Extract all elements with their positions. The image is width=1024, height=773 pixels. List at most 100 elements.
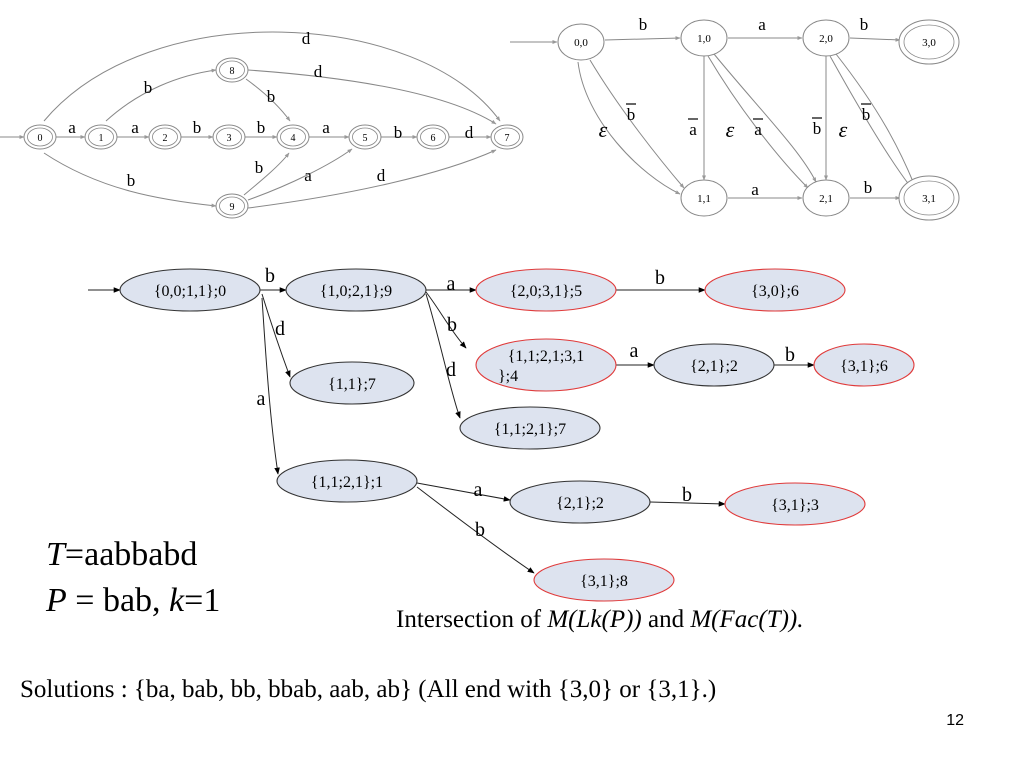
product-edge-label-s0-s1: b [265, 265, 275, 287]
pattern-edge-label-2,0-2,1-b: b [813, 119, 822, 138]
pattern-edge-1,0-2,1-ε [707, 55, 809, 189]
pattern-edge-label-1,0-2,1-a: a [754, 120, 762, 139]
pattern-state-0,0 [557, 23, 605, 61]
text-state-inner-4 [280, 127, 306, 147]
product-state-label-s11: {3,1};3 [771, 497, 819, 514]
product-edge-label-s5-s6: b [785, 344, 795, 366]
product-state-label-s8: {1,1;2,1};7 [494, 421, 566, 438]
text-state-label-8: 8 [230, 66, 235, 77]
product-edge-s0-s9 [261, 297, 280, 475]
product-state-s7 [289, 361, 415, 405]
product-state-label-s12: {3,1};8 [580, 573, 628, 590]
text-state-inner-3 [216, 127, 242, 147]
pattern-edge-label-2,1-3,1: b [864, 178, 873, 197]
text-definition: T=aabbabd [46, 532, 220, 578]
product-edge-label-s2-s3: b [655, 267, 665, 289]
text-edge-9-4 [243, 152, 290, 196]
product-edge-label-s0-s9: a [257, 388, 266, 410]
k-variable: k [169, 582, 185, 619]
text-state-4 [276, 124, 310, 150]
text-edge-9-5 [247, 148, 353, 201]
product-state-label-s7: {1,1};7 [328, 376, 376, 393]
text-state-label-3: 3 [227, 133, 232, 144]
text-edge-label-2-3: b [193, 118, 202, 137]
text-state-inner-1 [88, 127, 114, 147]
text-state-inner-8 [219, 60, 245, 80]
product-state-s10 [509, 480, 651, 524]
text-state-inner-6 [420, 127, 446, 147]
t-value: =aabbabd [64, 536, 198, 573]
problem-parameters: T=aabbabd P = bab, k=1 [46, 532, 220, 624]
pattern-state-label-1,1: 1,1 [697, 193, 711, 205]
text-edge-label-9-4: b [255, 158, 264, 177]
p-variable: P [46, 582, 67, 619]
product-state-label-s1: {1,0;2,1};9 [320, 283, 392, 300]
pattern-edge-label-0,0-1,1-b: b [627, 105, 636, 124]
p-value: = bab, [66, 582, 170, 619]
text-state-label-1: 1 [99, 133, 104, 144]
product-edge-s9-s12 [416, 486, 535, 574]
text-state-0 [23, 124, 57, 150]
product-state-label-s9: {1,1;2,1};1 [311, 474, 383, 491]
pattern-state-1,1 [680, 179, 728, 217]
product-edge-s1-s8 [425, 293, 461, 419]
caption-mid: and [641, 606, 691, 633]
product-edge-s10-s11 [649, 501, 726, 507]
product-edge-label-s1-s2: a [447, 273, 456, 295]
text-state-3 [212, 124, 246, 150]
pattern-edge-label-1,0-2,1-ε: ε [726, 117, 735, 142]
product-state-s5 [653, 343, 775, 387]
caption-m2-t: T [766, 606, 781, 633]
text-edge-0-7 [43, 31, 501, 122]
pattern-edge-label-1,1-2,1: a [751, 180, 759, 199]
pattern-state-2,1 [802, 179, 850, 217]
text-state-inner-5 [352, 127, 378, 147]
product-edge-label-s10-s11: b [682, 484, 692, 506]
product-edge-label-s9-s10: a [474, 479, 483, 501]
text-edge-label-9-7: d [377, 166, 386, 185]
product-state-s4 [475, 338, 617, 392]
product-state-s8 [459, 406, 601, 450]
text-edge-8-4 [245, 78, 291, 122]
caption-m1: M(Lk(P)) [547, 606, 642, 633]
text-edge-label-8-7: d [314, 62, 323, 81]
pattern-edge-2,0-3,1-b [835, 53, 915, 185]
pattern-edge-label-1,0-1,1-a: a [689, 120, 697, 139]
product-state-label-s3: {3,0};6 [751, 283, 799, 300]
product-edge-label-s4-s5: a [630, 340, 639, 362]
pattern-state-3,0 [898, 19, 960, 65]
pattern-edge-1,0-2,1-a [713, 53, 817, 183]
page-number: 12 [946, 712, 964, 729]
text-state-inner-0 [27, 127, 53, 147]
product-state-s3 [704, 268, 846, 312]
product-state-label-s5: {2,1};2 [690, 358, 738, 375]
product-state-s11 [724, 482, 866, 526]
pattern-state-3,1 [898, 175, 960, 221]
text-edge-label-0-7: d [302, 29, 311, 48]
text-state-inner-2 [152, 127, 178, 147]
text-state-2 [148, 124, 182, 150]
text-state-label-0: 0 [38, 133, 43, 144]
pattern-definition: P = bab, k=1 [46, 578, 220, 624]
pattern-state-label-1,0: 1,0 [697, 33, 711, 45]
text-state-inner-9 [219, 196, 245, 216]
product-edge-label-s9-s12: b [475, 519, 485, 541]
text-state-label-5: 5 [363, 133, 368, 144]
k-value: =1 [184, 582, 221, 619]
pattern-state-label-3,1: 3,1 [922, 193, 936, 205]
caption: Intersection of M(Lk(P)) and M(Fac(T)). [396, 606, 804, 634]
text-state-7 [490, 124, 524, 150]
text-edge-label-3-4: b [257, 118, 266, 137]
text-edge-label-5-6: b [394, 123, 403, 142]
pattern-edge-0,0-1,0 [604, 36, 681, 41]
text-state-label-9: 9 [230, 202, 235, 213]
product-state-label-s2: {2,0;3,1};5 [510, 283, 582, 300]
pattern-state-label-3,0: 3,0 [922, 37, 936, 49]
pattern-state-label-2,0: 2,0 [819, 33, 833, 45]
pattern-edge-label-1,0-2,0: a [758, 15, 766, 34]
product-state-s12 [533, 558, 675, 602]
product-state-s2 [475, 268, 617, 312]
